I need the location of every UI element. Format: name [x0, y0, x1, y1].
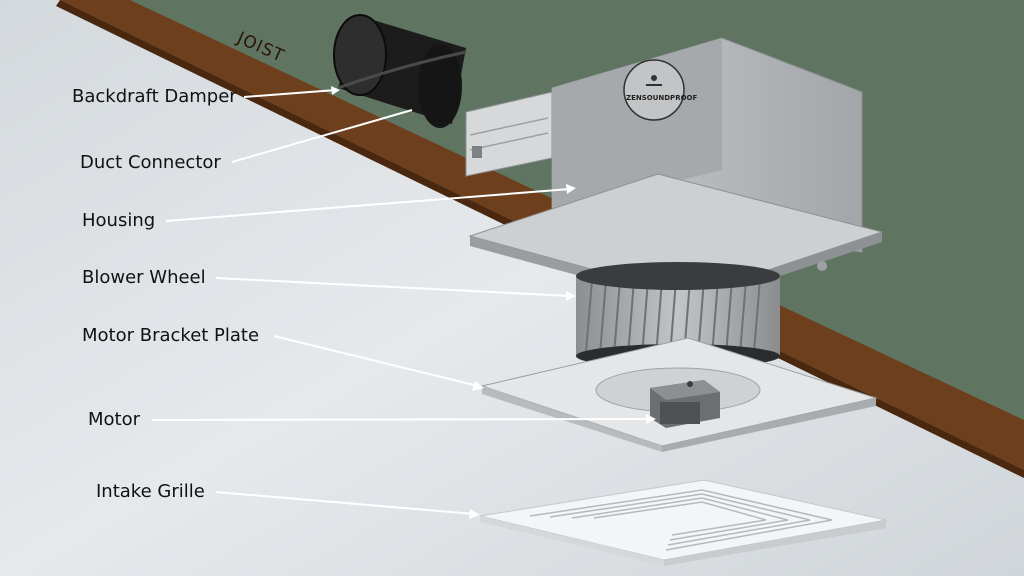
leader-line-housing [165, 188, 571, 222]
arrowhead-intake-grille [469, 509, 480, 519]
arrowhead-motor-bracket-plate [472, 381, 484, 391]
label-intake-grille: Intake Grille [96, 481, 205, 502]
leader-line-motor [151, 418, 651, 421]
leader-line-backdraft-damper [243, 89, 337, 98]
motor [650, 380, 720, 428]
leader-line-duct-connector [231, 109, 413, 163]
leader-line-blower-wheel [215, 277, 571, 297]
arrowhead-backdraft-damper [331, 86, 340, 95]
leader-lines [151, 86, 656, 519]
label-duct-connector: Duct Connector [80, 152, 221, 173]
label-motor: Motor [88, 409, 141, 430]
leader-line-intake-grille [215, 491, 475, 515]
label-blower-wheel: Blower Wheel [82, 267, 206, 288]
backdraft-damper [333, 14, 467, 128]
intake-grille-louvers [529, 489, 833, 551]
label-motor-bracket-plate: Motor Bracket Plate [82, 325, 260, 346]
duct-connector [465, 91, 553, 177]
brand-label: ZENSOUNDPROOF [626, 94, 697, 102]
leader-line-motor-bracket-plate [273, 335, 479, 387]
intake-grille [479, 479, 887, 566]
arrowhead-blower-wheel [566, 291, 576, 301]
label-housing: Housing [82, 210, 156, 231]
label-backdraft-damper: Backdraft Damper [72, 86, 237, 107]
arrowhead-motor [646, 414, 656, 424]
arrowhead-housing [566, 184, 576, 194]
